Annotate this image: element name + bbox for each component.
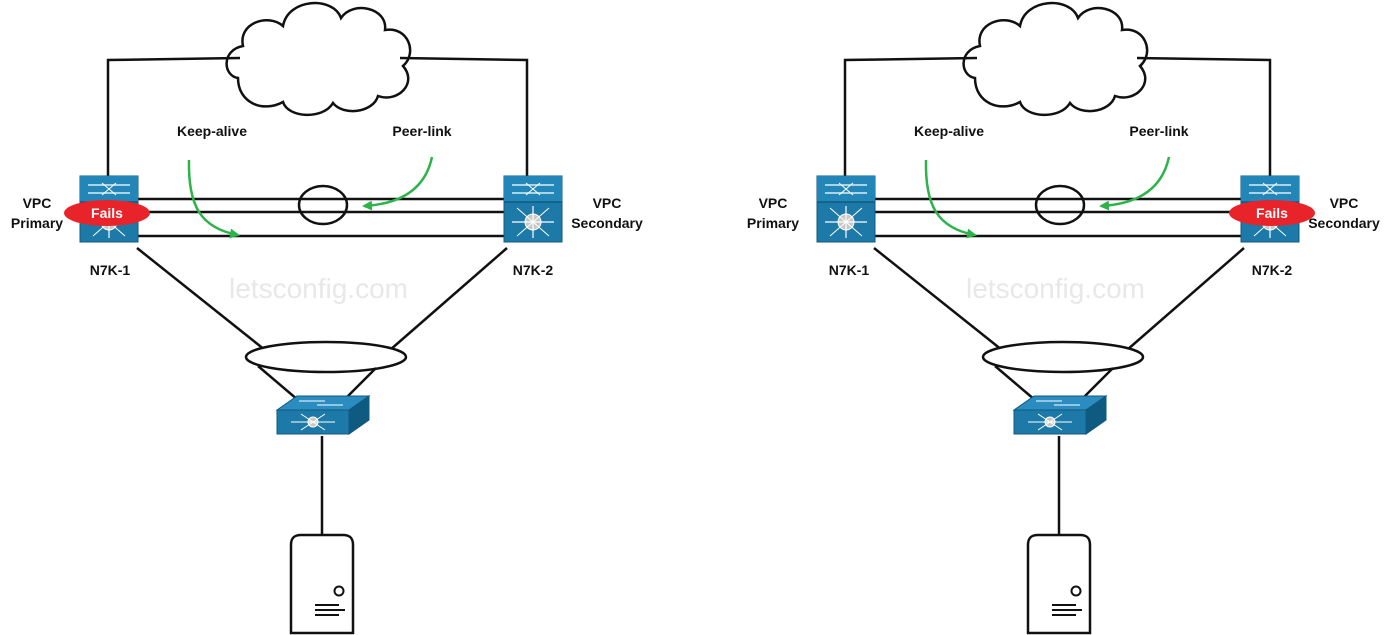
primary-label-line-2: Primary <box>11 215 63 231</box>
peerlink-label: Peer-link <box>1129 123 1188 139</box>
diagram-right: letsconfig.com Fails VPC Primary VPC Sec… <box>747 1 1380 635</box>
right-switch-name: N7K-2 <box>1252 262 1293 278</box>
fails-label: Fails <box>1256 205 1288 221</box>
bundle-right-leg <box>1082 367 1114 399</box>
downlink-left <box>873 247 1003 351</box>
left-switch-name: N7K-1 <box>829 262 870 278</box>
right-switch-name: N7K-2 <box>513 262 554 278</box>
uplink-right <box>399 56 529 176</box>
port-channel-ring <box>1034 184 1086 226</box>
downlink-left <box>136 247 266 351</box>
keepalive-label: Keep-alive <box>177 123 247 139</box>
cloud-icon <box>225 1 412 117</box>
diagram-left: letsconfig.com Fails VPC Primary VPC Sec… <box>11 1 643 635</box>
cloud-icon <box>962 1 1149 117</box>
secondary-label-line-1: VPC <box>1330 195 1359 211</box>
keepalive-label: Keep-alive <box>914 123 984 139</box>
primary-label-line-1: VPC <box>23 195 52 211</box>
keepalive-arrow <box>187 159 240 239</box>
right-nexus-switch-icon <box>503 175 563 243</box>
primary-label-line-1: VPC <box>759 195 788 211</box>
server-icon <box>289 533 355 635</box>
port-channel-ring <box>297 184 349 226</box>
peerlink-arrow <box>362 156 434 211</box>
downlink-right <box>389 247 508 351</box>
keepalive-arrow <box>924 159 977 239</box>
fail-marker-right <box>1229 200 1315 226</box>
secondary-label-line-1: VPC <box>593 195 622 211</box>
primary-label-line-2: Primary <box>747 215 799 231</box>
bundle-left-leg <box>994 365 1036 401</box>
uplink-right <box>1136 56 1272 176</box>
access-switch-icon <box>276 395 370 435</box>
secondary-label-line-2: Secondary <box>1308 215 1380 231</box>
left-nexus-switch-icon <box>816 175 876 243</box>
fail-marker-left <box>64 200 150 226</box>
watermark: letsconfig.com <box>966 273 1145 304</box>
vpc-bundle-ring <box>244 340 408 374</box>
server-icon <box>1026 533 1092 635</box>
secondary-label-line-2: Secondary <box>571 215 643 231</box>
peerlink-label: Peer-link <box>392 123 451 139</box>
fails-label: Fails <box>91 205 123 221</box>
bundle-left-leg <box>257 365 299 401</box>
bundle-right-leg <box>345 367 377 399</box>
watermark: letsconfig.com <box>229 273 408 304</box>
left-switch-name: N7K-1 <box>90 262 131 278</box>
vpc-bundle-ring <box>981 340 1145 374</box>
peerlink-arrow <box>1099 156 1171 211</box>
downlink-right <box>1126 247 1245 351</box>
uplink-left <box>843 56 978 176</box>
uplink-left <box>106 56 241 176</box>
access-switch-icon <box>1013 395 1107 435</box>
